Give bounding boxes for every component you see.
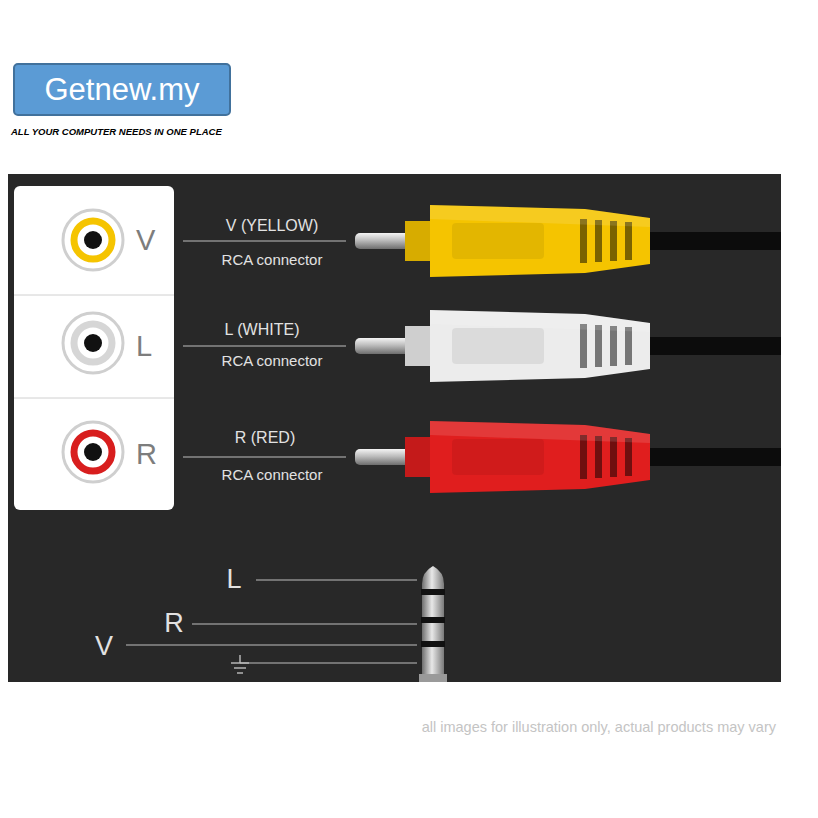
signal-name: V (YELLOW) <box>226 217 318 235</box>
signal-name: R (RED) <box>235 429 295 447</box>
connector-type: RCA connector <box>222 251 323 268</box>
node-text: L <box>136 330 152 363</box>
jack-icon <box>63 422 123 482</box>
disclaimer-note: all images for illustration only, actual… <box>422 719 776 735</box>
jack-row: V <box>14 186 174 295</box>
node-text: R <box>136 438 157 471</box>
dark-panel <box>8 174 781 682</box>
connector-type: RCA connector <box>222 352 323 369</box>
connector-type: RCA connector <box>222 466 323 483</box>
jack-icon <box>63 210 123 270</box>
jack-icon <box>63 313 123 373</box>
red-rca-plug <box>355 421 781 493</box>
leader-line <box>126 580 417 663</box>
pin-name: R <box>164 608 184 639</box>
jack-row: R <box>14 398 174 510</box>
jack-panel <box>14 186 174 510</box>
logo-box: Getnew.my <box>13 63 231 116</box>
jack-row: L <box>14 295 174 398</box>
yellow-rca-plug <box>355 205 781 277</box>
ground-symbol <box>231 655 249 673</box>
tagline: ALL YOUR COMPUTER NEEDS IN ONE PLACE <box>11 126 222 137</box>
leader-line <box>183 241 346 457</box>
pin-name: L <box>226 564 241 595</box>
trrs-plug <box>419 566 447 682</box>
node-text: Getnew.my <box>44 72 199 108</box>
pin-name: V <box>95 631 113 662</box>
white-rca-plug <box>355 310 781 382</box>
signal-name: L (WHITE) <box>225 321 300 339</box>
node-text: V <box>136 224 155 257</box>
